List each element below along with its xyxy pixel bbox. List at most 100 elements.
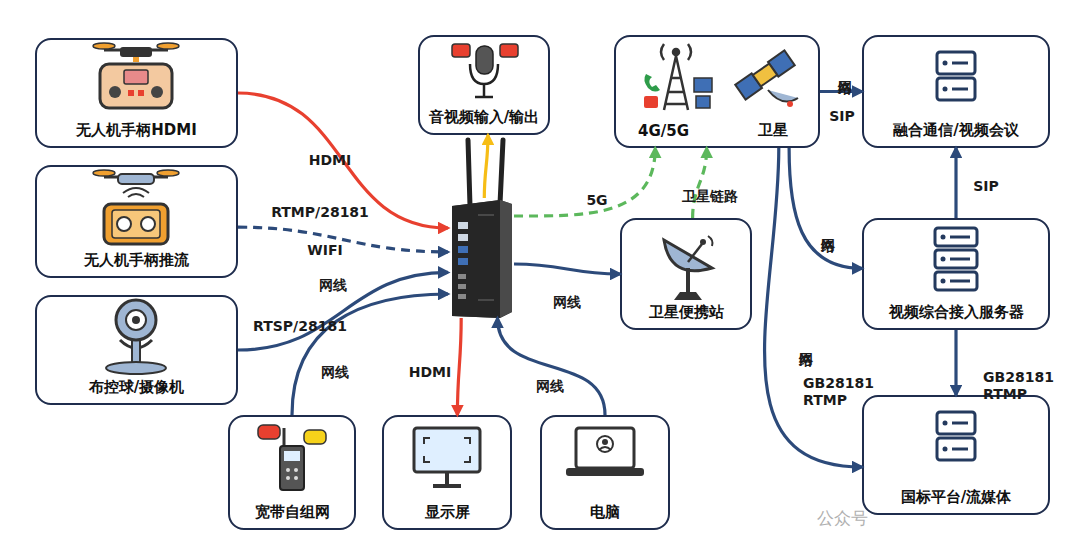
device-box: 布控球/摄像机 <box>35 295 238 405</box>
gateway-device-part <box>452 200 500 318</box>
radio-icon-part <box>286 476 290 480</box>
connector <box>484 135 488 198</box>
microphone-icon-part <box>483 84 486 96</box>
server-rack-icon-part <box>935 228 977 246</box>
box-label: 国标平台/流媒体 <box>864 488 1048 507</box>
cell-tower-icon-part <box>673 49 679 55</box>
radio-icon-part <box>294 476 298 480</box>
camera-icon-part <box>126 310 146 330</box>
radio-icon-part <box>284 451 300 461</box>
phone-icon-part <box>112 210 160 238</box>
server-rack-icon-part <box>941 279 946 284</box>
connector <box>820 90 862 93</box>
cell-tower-icon <box>661 44 691 110</box>
microphone-icon-part <box>500 44 518 57</box>
drone-icon-part <box>104 176 168 179</box>
device-box: 电脑 <box>540 415 670 530</box>
radio-icon <box>258 425 326 490</box>
server-rack-icon-part <box>941 235 946 240</box>
box-label: 音视频输入/输出 <box>420 108 548 127</box>
laptop-icon-part <box>566 468 644 476</box>
watermark: 公众号 <box>817 510 868 527</box>
connector-label: RTMP/28181 <box>271 204 369 221</box>
connector <box>954 148 957 218</box>
gateway-device <box>452 140 512 318</box>
radio-icon-part <box>258 425 280 439</box>
laptop-icon <box>566 428 644 476</box>
satellite-dish-small-part <box>787 101 793 107</box>
satellite-icon-part <box>753 64 777 87</box>
radio-icon-part <box>294 468 298 472</box>
connector <box>514 148 655 216</box>
device-box: 显示屏 <box>382 415 512 530</box>
gateway-device-part <box>468 140 470 206</box>
satellite-icon-part <box>735 73 762 99</box>
gateway-device-part <box>458 258 468 265</box>
box-label: 卫星便携站 <box>622 303 750 322</box>
drone-icon <box>93 170 179 184</box>
camera-icon <box>106 300 166 374</box>
satellite-dish-icon-part <box>686 268 690 294</box>
server-icon-part <box>952 422 968 425</box>
camera-icon-part <box>132 316 140 324</box>
satellite-dish-icon <box>664 236 713 300</box>
server-icon-part <box>937 438 975 460</box>
box-label: 无人机手柄推流 <box>37 251 236 270</box>
gateway-device-part <box>458 284 466 289</box>
monitor-icon-part <box>424 438 470 462</box>
box-label: 融合通信/视频会议 <box>864 121 1048 140</box>
connector-label: SIP <box>973 178 999 195</box>
device-box: 视频综合接入服务器 <box>862 218 1050 330</box>
phone-handset-icon-part <box>644 96 658 108</box>
gateway-device-part <box>458 246 468 253</box>
device-box: 无人机手柄推流 <box>35 165 238 278</box>
drone-icon-part <box>104 49 168 52</box>
phone-handset-icon <box>644 74 660 108</box>
server-rack-icon <box>935 228 977 290</box>
annotation-label: 网线 <box>319 277 347 294</box>
server-rack-icon-part <box>950 236 970 239</box>
controller-icon-part <box>151 86 163 98</box>
device-box: 融合通信/视频会议 <box>862 35 1050 148</box>
connector <box>457 318 461 415</box>
device-box: 无人机手柄HDMI <box>35 38 238 148</box>
monitor-icon-part <box>414 428 480 472</box>
satellite-icon-part <box>768 50 795 76</box>
connector-label: GB28181 RTMP <box>983 369 1053 403</box>
wifi-symbol-part <box>128 194 144 197</box>
connector-label: 网线 <box>536 378 564 395</box>
server-icon-part <box>943 447 948 452</box>
satellite-dish-icon-part <box>708 236 713 246</box>
connector-label: 网络 <box>837 69 854 71</box>
monitor-icon <box>414 428 480 486</box>
annotation-label: WIFI <box>307 242 342 259</box>
controller-icon-part <box>138 90 144 96</box>
box-label: 卫星 <box>758 121 788 140</box>
server-rack-icon-part <box>935 272 977 290</box>
gateway-device-part <box>478 214 494 216</box>
phone-icon-part <box>117 217 131 231</box>
server-icon-part <box>943 61 948 66</box>
server-rack-icon-part <box>950 280 970 283</box>
satellite-dish-icon-part <box>700 239 706 245</box>
gateway-device-part <box>500 140 503 204</box>
drone-icon-part <box>93 43 115 49</box>
drone-icon-part <box>133 57 139 62</box>
microphone-icon-part <box>470 64 498 84</box>
radio-icon-part <box>286 468 290 472</box>
camera-icon-part <box>132 340 140 364</box>
connector <box>238 227 448 252</box>
microphone-icon <box>452 44 518 97</box>
box-label: 无人机手柄HDMI <box>37 121 236 140</box>
gateway-device-part <box>478 299 494 301</box>
laptop-icon-part <box>602 439 608 445</box>
drone-icon-part <box>118 174 154 184</box>
satellite-dish-icon-part <box>688 244 702 262</box>
annotation-label: GB28181 RTMP <box>803 375 873 409</box>
cell-tower-icon-part <box>661 44 691 60</box>
phone-icon <box>104 204 168 244</box>
gateway-device-part <box>452 200 512 318</box>
